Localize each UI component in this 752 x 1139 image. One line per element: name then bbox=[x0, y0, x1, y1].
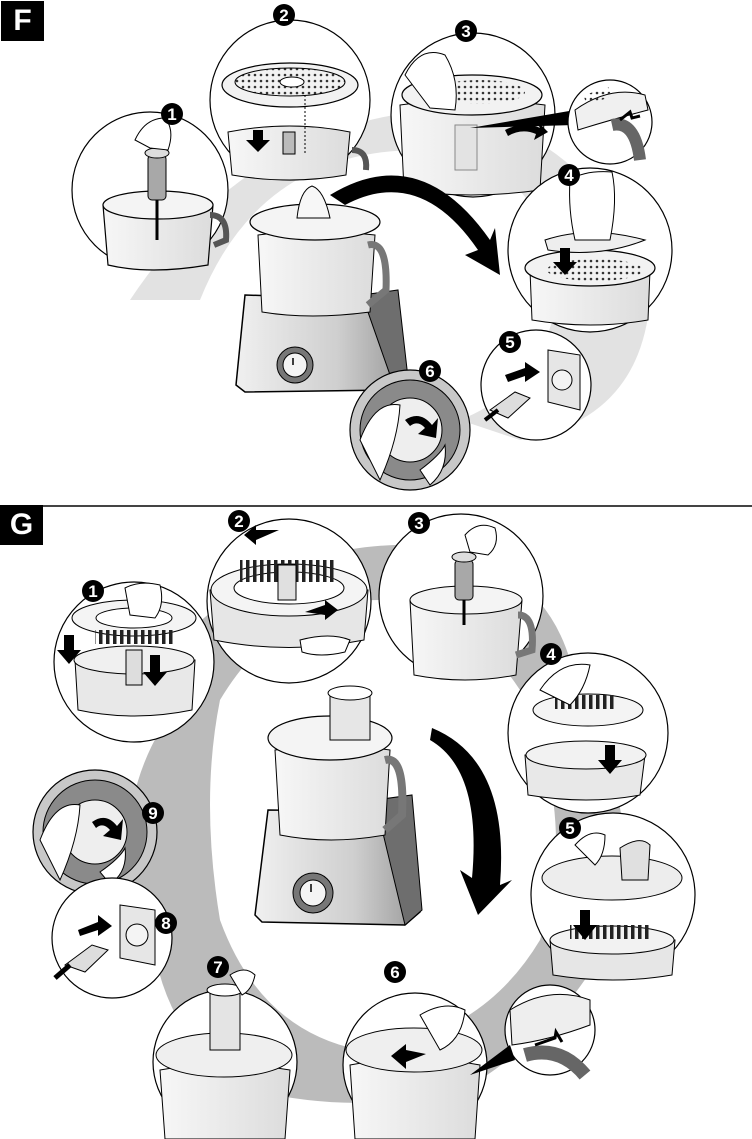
step-g7-badge: 7 bbox=[207, 956, 229, 978]
step-g4-panel bbox=[507, 652, 669, 814]
hand-icon bbox=[229, 969, 256, 996]
step-number: 4 bbox=[564, 166, 574, 185]
step-f2-badge: 2 bbox=[273, 4, 295, 26]
step-f4-badge: 4 bbox=[558, 164, 580, 186]
step-f2-panel bbox=[209, 19, 371, 181]
hand-icon bbox=[39, 803, 81, 882]
step-f3-badge: 3 bbox=[455, 20, 477, 42]
step-g9-badge: 9 bbox=[142, 802, 164, 824]
step-number: 1 bbox=[167, 105, 176, 124]
step-number: 2 bbox=[279, 6, 288, 25]
hand-icon bbox=[569, 171, 616, 241]
step-g6-panel bbox=[342, 992, 515, 1139]
step-number: 4 bbox=[546, 645, 556, 664]
hand-icon bbox=[464, 524, 497, 556]
step-f3-panel bbox=[390, 32, 575, 198]
step-number: 5 bbox=[505, 333, 514, 352]
curved-arrow-icon bbox=[505, 120, 548, 140]
step-f1-badge: 1 bbox=[161, 103, 183, 125]
hand-icon bbox=[574, 832, 606, 866]
step-g5-badge: 5 bbox=[559, 817, 581, 839]
step-g4-badge: 4 bbox=[540, 643, 562, 665]
curved-arrow-icon bbox=[405, 416, 438, 438]
down-arrow-icon bbox=[143, 655, 167, 686]
down-arrow-icon bbox=[57, 635, 81, 664]
step-number: 6 bbox=[425, 362, 434, 381]
step-g2-panel bbox=[206, 518, 372, 684]
hand-icon bbox=[419, 1005, 466, 1051]
step-g3-panel bbox=[378, 513, 544, 681]
hand-icon bbox=[299, 635, 351, 656]
step-g5-panel bbox=[530, 812, 696, 981]
step-number: 2 bbox=[234, 512, 243, 531]
step-g6-badge: 6 bbox=[384, 961, 406, 983]
step-f6-badge: 6 bbox=[419, 360, 441, 382]
curved-arrow-icon bbox=[92, 817, 123, 840]
step-number: 7 bbox=[213, 958, 222, 977]
step-number: 6 bbox=[390, 963, 399, 982]
down-arrow-icon bbox=[573, 910, 597, 940]
step-number: 9 bbox=[148, 804, 157, 823]
section-label-g: G bbox=[0, 505, 43, 545]
hand-icon bbox=[539, 663, 591, 706]
section-divider bbox=[0, 505, 752, 507]
down-arrow-icon bbox=[553, 248, 577, 275]
step-g2-badge: 2 bbox=[228, 510, 250, 532]
curved-arrow-icon bbox=[430, 728, 512, 915]
step-f4-panel bbox=[507, 167, 673, 333]
hand-icon bbox=[359, 403, 401, 482]
step-number: 3 bbox=[414, 514, 423, 533]
step-f5-panel bbox=[480, 329, 592, 441]
hand-icon bbox=[404, 52, 457, 111]
step-g7-panel bbox=[152, 969, 298, 1139]
step-number: 1 bbox=[88, 582, 97, 601]
step-g8-panel bbox=[51, 877, 173, 999]
step-g1-panel bbox=[53, 581, 215, 743]
step-number: 8 bbox=[161, 914, 170, 933]
food-processor-grater bbox=[254, 685, 423, 926]
step-g9-panel bbox=[32, 769, 158, 895]
step-g6-detail-panel bbox=[504, 984, 596, 1080]
step-f5-badge: 5 bbox=[499, 331, 521, 353]
step-number: 3 bbox=[461, 22, 470, 41]
step-g8-badge: 8 bbox=[155, 912, 177, 934]
food-processor-citrus bbox=[235, 185, 409, 393]
step-f1-panel bbox=[71, 111, 230, 271]
step-g3-badge: 3 bbox=[408, 512, 430, 534]
step-number: 5 bbox=[565, 819, 574, 838]
step-f3-detail-panel bbox=[567, 79, 653, 165]
section-g-illustration: 1 2 bbox=[32, 510, 696, 1139]
step-g1-badge: 1 bbox=[82, 580, 104, 602]
down-arrow-icon bbox=[598, 745, 622, 774]
plug-icon bbox=[63, 944, 109, 973]
down-arrow-icon bbox=[246, 130, 270, 152]
hand-icon bbox=[124, 582, 163, 619]
plug-icon bbox=[489, 391, 531, 419]
section-f-illustration: 1 2 bbox=[71, 4, 673, 491]
curved-arrow-icon bbox=[330, 175, 500, 275]
shadow-band bbox=[130, 110, 650, 440]
curved-arrow-icon bbox=[391, 1044, 426, 1069]
section-label-f: F bbox=[1, 1, 44, 41]
step-f6-panel bbox=[349, 369, 471, 491]
